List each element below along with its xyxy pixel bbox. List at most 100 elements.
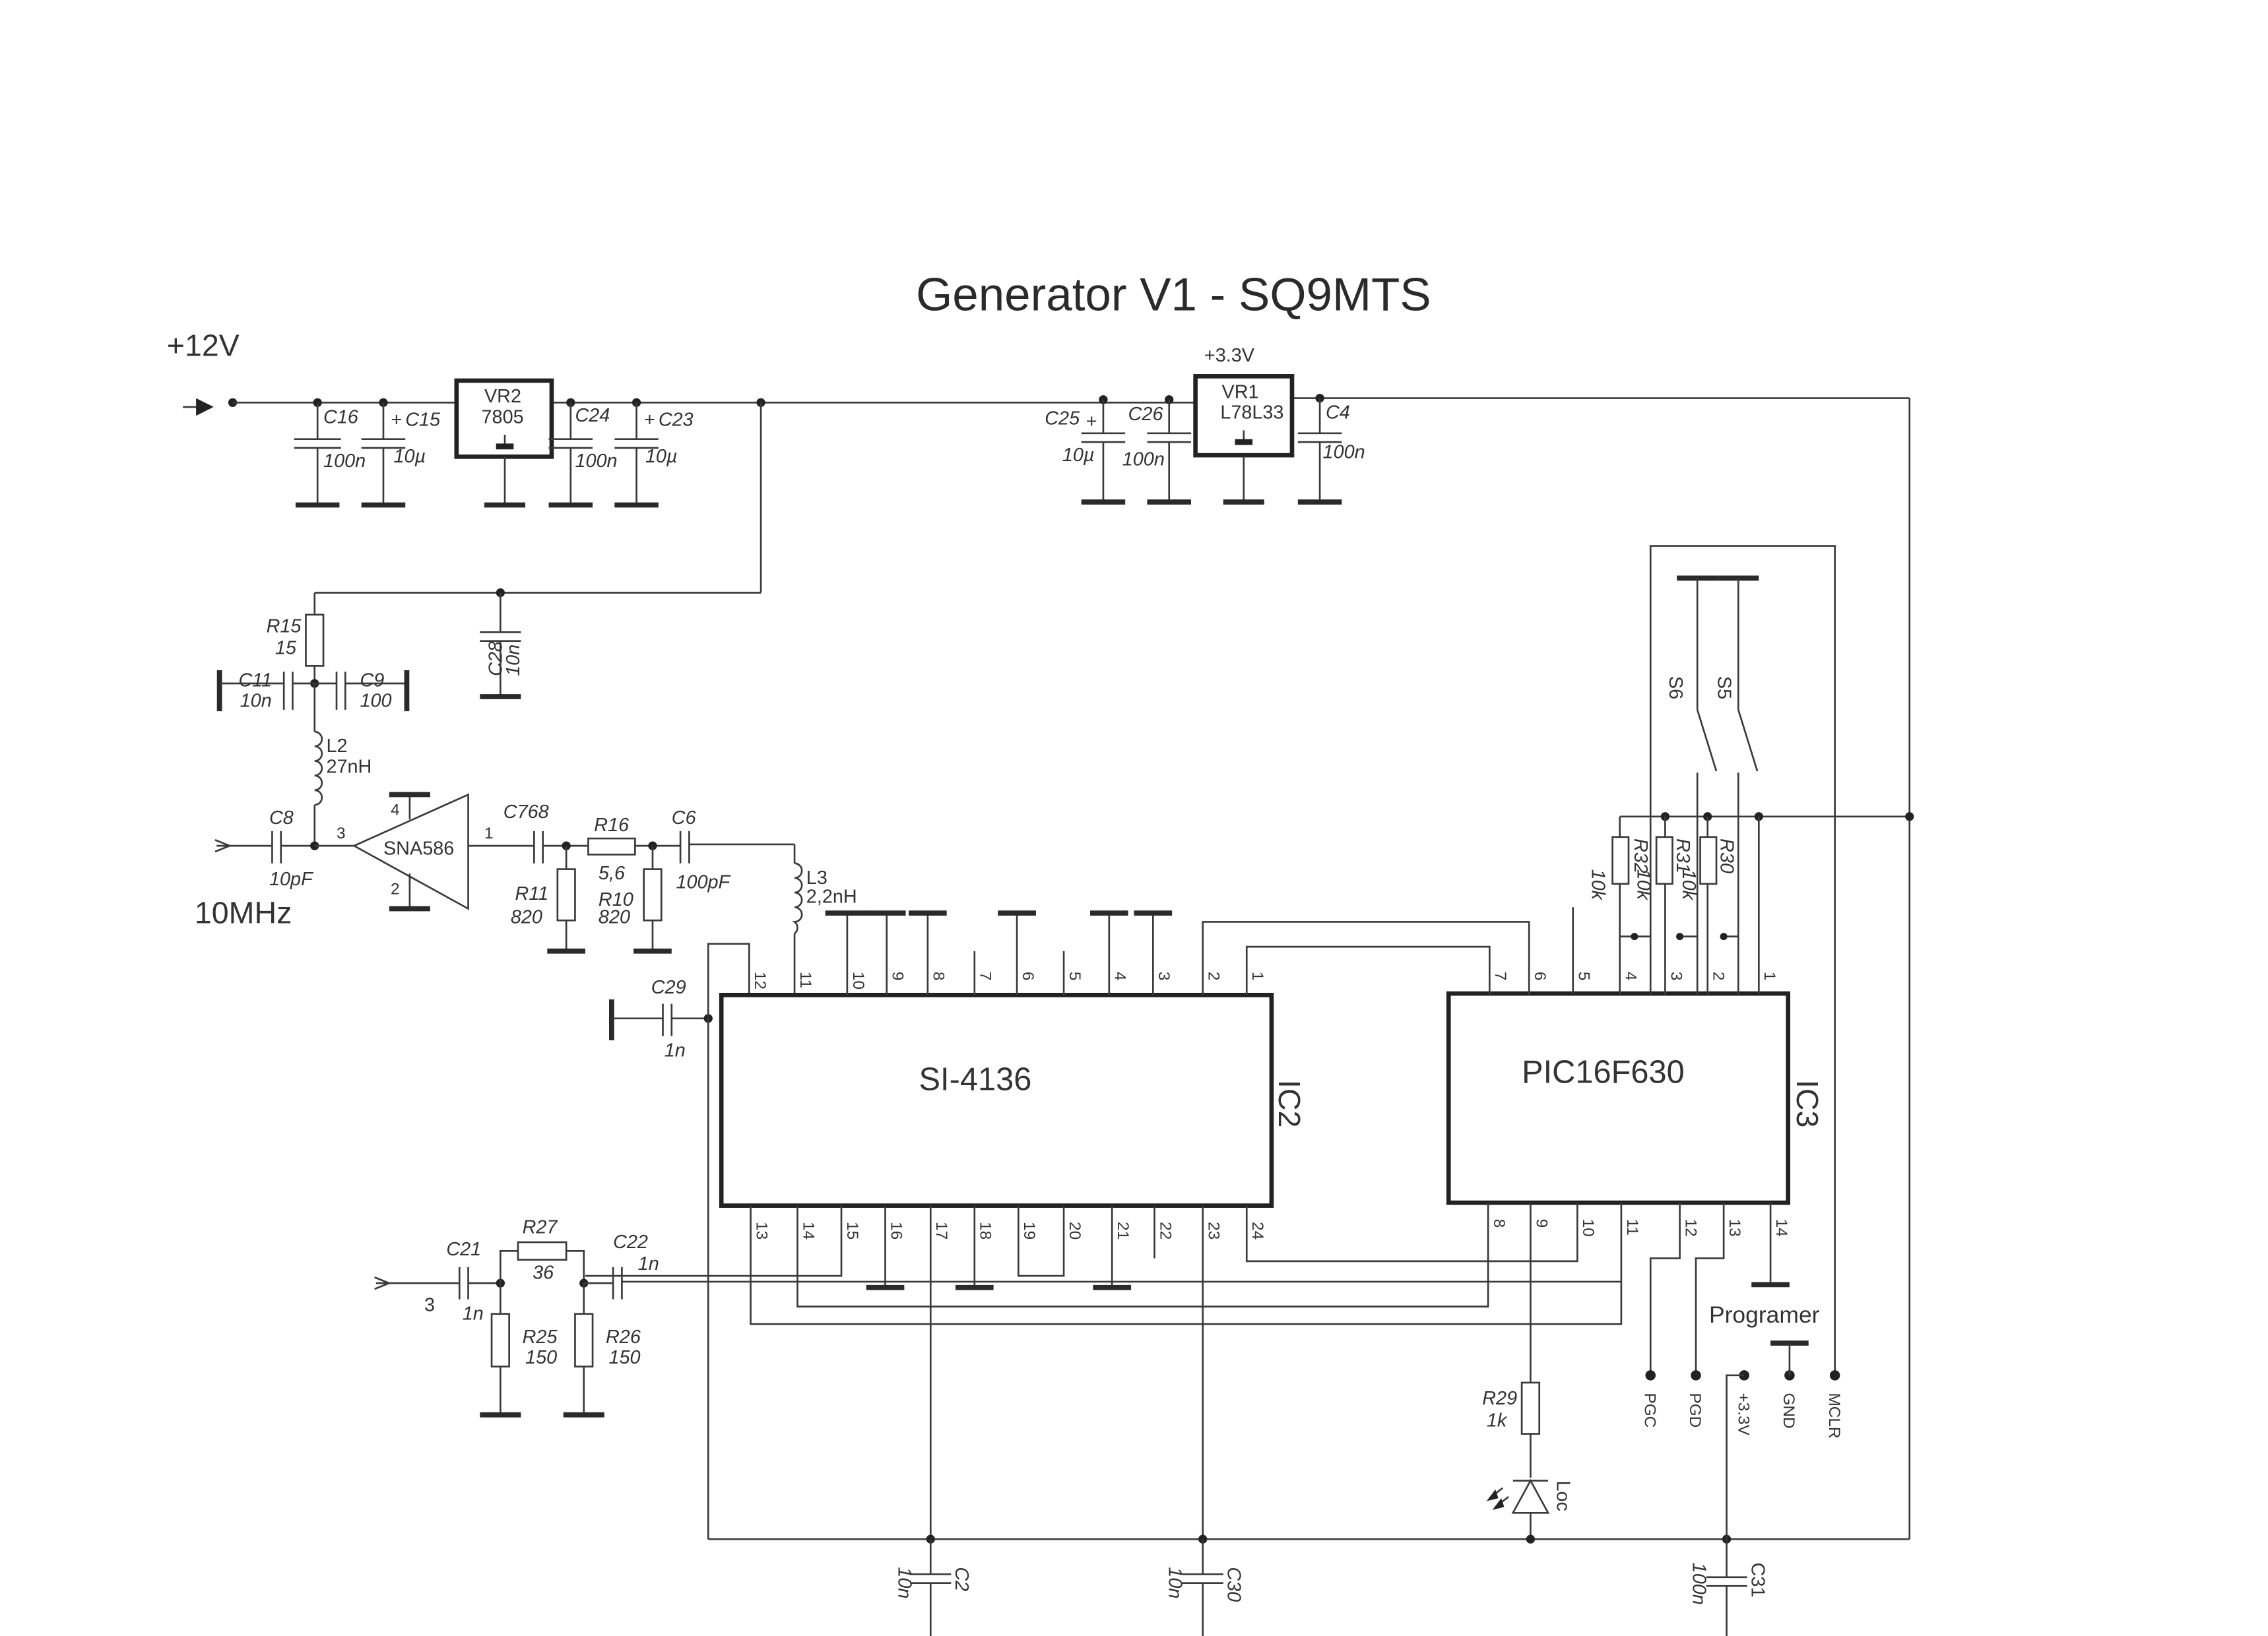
ic2-pin-label: 7 xyxy=(977,972,994,981)
resistor-r26: R26 150 xyxy=(563,1283,641,1418)
c8-ref: C8 xyxy=(269,807,294,829)
ic2-pin-label: 17 xyxy=(932,1222,950,1240)
c9-ref: C9 xyxy=(360,670,384,691)
ic2-pin-label: 13 xyxy=(752,1222,770,1240)
c22-ref: C22 xyxy=(613,1232,648,1253)
led-loc: Loc xyxy=(1486,1478,1573,1540)
r31-ref: R31 xyxy=(1672,838,1693,873)
r29-value: 1k xyxy=(1487,1410,1508,1431)
ic2-pin-label: 12 xyxy=(751,972,769,990)
capacitor-c31: C31 100n xyxy=(1689,1539,1768,1636)
svg-text:1: 1 xyxy=(484,825,494,842)
c26-ref: C26 xyxy=(1128,404,1164,425)
ic3-pin-label: 13 xyxy=(1726,1219,1743,1237)
ic2-pin-label: 15 xyxy=(843,1222,861,1240)
programmer-pin-mclr[interactable] xyxy=(1829,1370,1840,1381)
programmer-pin-label: +3.3V xyxy=(1734,1393,1752,1435)
c25-value: 10µ xyxy=(1062,445,1095,466)
c15-ref: C15 xyxy=(405,410,441,431)
capacitor-c22: C22 1n xyxy=(583,1232,1621,1300)
light-emission-arrows-icon xyxy=(1486,1487,1509,1510)
c2-ref: C2 xyxy=(951,1567,972,1591)
capacitor-c24: C24 100n xyxy=(548,398,618,508)
capacitor-c29: C29 1n xyxy=(609,977,709,1061)
output-port-label: 3 xyxy=(424,1294,435,1315)
svg-text:2: 2 xyxy=(391,880,400,898)
ic2-pin-label: 3 xyxy=(1155,972,1173,981)
capacitor-c9: C9 100 xyxy=(314,670,410,711)
ic2-pin-label: 4 xyxy=(1111,972,1129,981)
ic3-pin-label: 8 xyxy=(1490,1219,1508,1228)
ic2-pin-label: 19 xyxy=(1020,1222,1038,1240)
r30-ref: R30 xyxy=(1716,838,1737,873)
ic3-pin-label: 11 xyxy=(1623,1219,1641,1236)
l2-ref: L2 xyxy=(326,736,347,757)
r25-ref: R25 xyxy=(523,1327,558,1348)
programmer-pin-pgd[interactable] xyxy=(1691,1370,1701,1381)
ic2-pin-label: 23 xyxy=(1205,1222,1223,1240)
r30-value: 10k xyxy=(1678,869,1699,901)
c11-ref: C11 xyxy=(238,670,272,691)
inductor-l2: L2 27nH xyxy=(313,683,372,846)
c6-value: 100pF xyxy=(676,871,730,893)
resistor-r32: R32 10k xyxy=(1588,816,1651,995)
programmer-pin-label: PGD xyxy=(1686,1393,1704,1428)
ic2-pin-label: 10 xyxy=(849,972,867,990)
ic2-pin-label: 20 xyxy=(1066,1222,1084,1240)
svg-text:3: 3 xyxy=(337,825,346,842)
programmer-pin-gnd[interactable] xyxy=(1784,1370,1795,1381)
ic2-ref: IC2 xyxy=(1272,1080,1307,1127)
r16-value: 5,6 xyxy=(599,863,626,884)
c16-ref: C16 xyxy=(323,406,359,427)
input-frequency-label: 10MHz xyxy=(195,896,292,930)
resistor-r10: R10 820 xyxy=(599,846,672,954)
svg-text:+: + xyxy=(644,410,655,431)
ic3-ref: IC3 xyxy=(1790,1080,1825,1127)
ic3-pin-label: 10 xyxy=(1579,1219,1597,1237)
r27-ref: R27 xyxy=(523,1217,558,1238)
ic2-part: SI-4136 xyxy=(919,1061,1032,1097)
c24-ref: C24 xyxy=(575,405,610,426)
l2-value: 27nH xyxy=(326,756,372,777)
ic2-pin-label: 9 xyxy=(889,972,907,981)
r31-value: 10k xyxy=(1633,869,1654,901)
resistor-r25: R25 150 xyxy=(480,1283,558,1418)
c6-ref: C6 xyxy=(672,807,697,829)
capacitor-c26: C26 100n xyxy=(1122,395,1191,505)
ic3-part: PIC16F630 xyxy=(1522,1054,1685,1090)
resistor-r15: R15 15 xyxy=(267,592,325,683)
ic2-pin-label: 5 xyxy=(1066,972,1084,981)
ic2-pin-label: 24 xyxy=(1248,1222,1266,1240)
vr1-ref: VR1 xyxy=(1222,382,1259,403)
ic2-pin-label: 11 xyxy=(796,972,814,988)
ic2-pin-label: 16 xyxy=(887,1222,905,1240)
ic3-pin-label: 4 xyxy=(1622,972,1640,981)
capacitor-c8: C8 10pF xyxy=(216,807,315,890)
c28-ref: C28 xyxy=(486,641,507,676)
ic3-pin-label: 14 xyxy=(1772,1219,1790,1237)
ic3-pin-label: 3 xyxy=(1667,972,1685,981)
c29-value: 1n xyxy=(664,1040,686,1061)
ic2-pin-label: 1 xyxy=(1248,972,1266,981)
c8-value: 10pF xyxy=(269,869,313,890)
programmer-pin-pgc[interactable] xyxy=(1645,1370,1656,1381)
ic2-pin-label: 8 xyxy=(930,972,948,981)
resistor-r29: R29 1k xyxy=(1482,1381,1541,1478)
led-ref: Loc xyxy=(1552,1480,1573,1511)
ic3-pin-label: 7 xyxy=(1491,972,1509,981)
regulator-vr1: VR1 L78L33 xyxy=(1193,374,1295,505)
programmer-label: Programer xyxy=(1709,1302,1820,1328)
r10-ref: R10 xyxy=(599,889,633,910)
c23-value: 10µ xyxy=(645,446,678,467)
c31-value: 100n xyxy=(1689,1563,1710,1605)
rail-voltage-label: +3.3V xyxy=(1204,345,1255,366)
c31-ref: C31 xyxy=(1747,1563,1768,1598)
capacitor-c15: + C15 10µ xyxy=(361,398,441,508)
resistor-r31: R31 10k xyxy=(1633,816,1693,995)
c4-value: 100n xyxy=(1323,442,1365,463)
r26-ref: R26 xyxy=(606,1327,641,1348)
inductor-l3: L3 2,2nH xyxy=(792,844,857,995)
amplifier-sna586: SNA586 4 3 1 2 xyxy=(314,792,535,912)
resistor-r30: R30 10k xyxy=(1678,816,1737,995)
